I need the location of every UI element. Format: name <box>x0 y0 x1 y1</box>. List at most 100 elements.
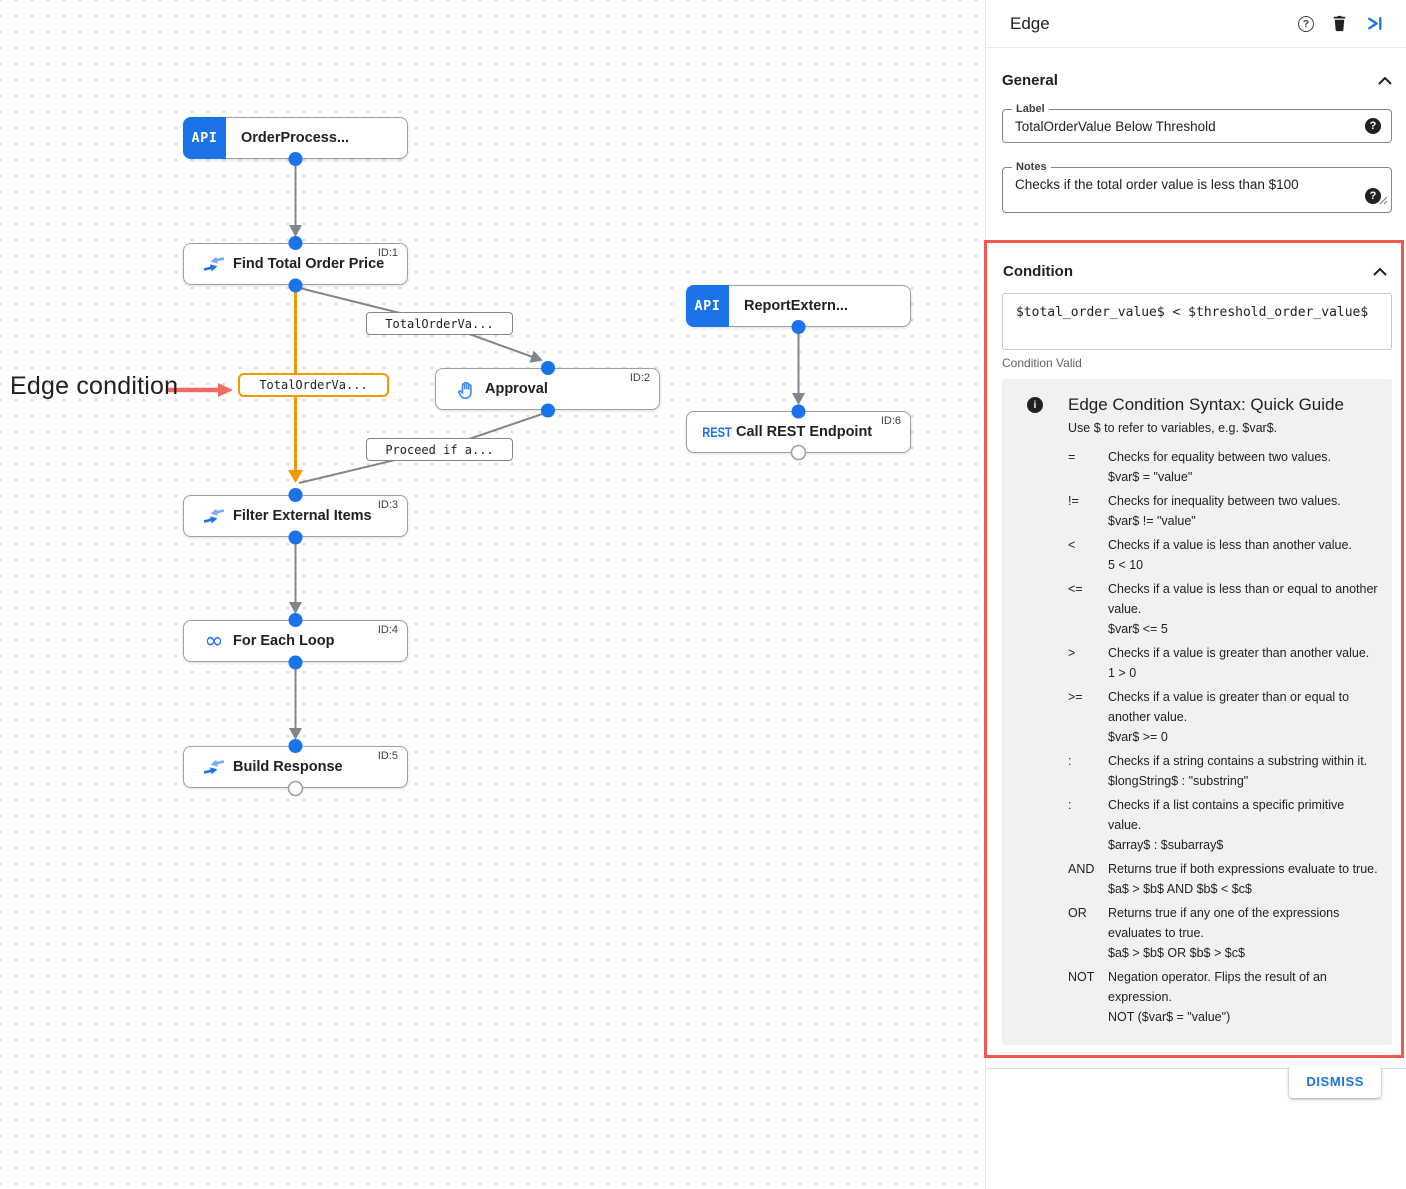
operator: >= <box>1068 690 1083 704</box>
edge-condition-annotation: Edge condition <box>10 372 179 400</box>
operator-example: $longString$ : "substring" <box>1108 774 1249 788</box>
label-help-icon[interactable]: ? <box>1365 118 1381 134</box>
help-icon[interactable]: ? <box>1298 15 1314 32</box>
operator-description: Negation operator. Flips the result of a… <box>1108 970 1327 1004</box>
label-field[interactable]: Label TotalOrderValue Below Threshold ? <box>1002 103 1392 143</box>
collapse-section-icon[interactable] <box>1378 76 1392 85</box>
port-dot[interactable] <box>288 236 303 250</box>
operator-example: $var$ <= 5 <box>1108 622 1168 636</box>
port-dot[interactable] <box>288 530 303 545</box>
data-mapping-icon <box>199 255 229 273</box>
node-title: Build Response <box>233 759 343 775</box>
operator-example: NOT ($var$ = "value") <box>1108 1010 1231 1024</box>
api-trigger-icon: API <box>183 117 226 159</box>
flow-edges-layer <box>166 159 805 740</box>
port-dot[interactable] <box>288 152 303 166</box>
guide-row: >Checks if a value is greater than anoth… <box>1068 643 1380 683</box>
notes-field[interactable]: Notes Checks if the total order value is… <box>1002 161 1392 213</box>
node-title: Call REST Endpoint <box>736 424 873 440</box>
general-section: General Label TotalOrderValue Below Thre… <box>986 72 1406 213</box>
port-dot[interactable] <box>288 655 303 670</box>
node-id-tag: ID:5 <box>377 750 398 762</box>
operator-example: $var$ = "value" <box>1108 470 1193 484</box>
port-dot[interactable] <box>288 278 303 293</box>
guide-row: >= Checks if a value is greater than or e… <box>1068 687 1380 747</box>
panel-title: Edge <box>1010 13 1050 33</box>
node-title: For Each Loop <box>233 633 335 649</box>
port-dot[interactable] <box>541 361 555 375</box>
rest-icon: REST <box>702 424 732 440</box>
guide-row: != Checks for inequality between two valu… <box>1068 491 1380 531</box>
condition-section-highlighted: Condition $total_order_value$ < $thresho… <box>984 240 1404 1058</box>
node-id-tag: ID:4 <box>377 624 398 636</box>
guide-row: NOT Negation operator. Flips the result o… <box>1068 967 1380 1027</box>
guide-row: =Checks for equality between two values.… <box>1068 447 1380 487</box>
edge-label-totalordervalue[interactable]: TotalOrderVa... <box>366 312 513 335</box>
condition-expression-input[interactable]: $total_order_value$ < $threshold_order_v… <box>1002 293 1392 350</box>
guide-row: : Checks if a string contains a substring… <box>1068 751 1380 791</box>
port-dot[interactable] <box>288 488 303 502</box>
operator-example: 5 < 10 <box>1108 558 1144 572</box>
port-dot[interactable] <box>791 404 806 419</box>
operator: > <box>1068 646 1076 660</box>
operator: : <box>1068 798 1072 812</box>
notes-help-icon[interactable]: ? <box>1365 188 1381 204</box>
port-dot[interactable] <box>541 403 555 418</box>
guide-intro: Use $ to refer to variables, e.g. $var$. <box>1068 421 1278 435</box>
textarea-resize-handle[interactable] <box>1378 192 1388 210</box>
operator-example: $array$ : $subarray$ <box>1108 838 1224 852</box>
guide-row: <=Checks if a value is less than or equa… <box>1068 579 1380 639</box>
guide-title: Edge Condition Syntax: Quick Guide <box>1068 395 1344 414</box>
node-approval[interactable]: Approval ID:2 <box>435 368 660 410</box>
operator-description: Checks if a value is less than another v… <box>1108 538 1352 552</box>
operator-description: Checks if a list contains a specific pri… <box>1108 798 1345 832</box>
node-title: Filter External Items <box>233 508 372 524</box>
collapse-section-icon[interactable] <box>1373 267 1387 276</box>
operator-example: $var$ != "value" <box>1108 514 1196 528</box>
terminal-port-dot[interactable] <box>790 444 807 461</box>
notes-field-caption: Notes <box>1012 161 1051 173</box>
node-id-tag: ID:6 <box>880 415 901 427</box>
operator: < <box>1068 538 1076 552</box>
operator-description: Returns true if both expressions evaluat… <box>1108 862 1378 876</box>
guide-row: : Checks if a list contains a specific pr… <box>1068 795 1380 855</box>
operator-description: Checks for inequality between two values… <box>1108 494 1341 508</box>
operator-description: Checks if a value is greater than or equ… <box>1108 690 1350 724</box>
hand-approval-icon <box>451 379 481 400</box>
operator-example: $a$ > $b$ OR $b$ > $c$ <box>1108 946 1245 960</box>
node-title: Approval <box>485 381 548 397</box>
port-dot[interactable] <box>288 613 303 627</box>
operator: : <box>1068 754 1072 768</box>
operator-example: 1 > 0 <box>1108 666 1137 680</box>
operator-example: $a$ > $b$ AND $b$ < $c$ <box>1108 882 1252 896</box>
label-field-caption: Label <box>1012 103 1049 115</box>
port-dot[interactable] <box>288 739 303 753</box>
notes-field-value[interactable]: Checks if the total order value is less … <box>1015 177 1299 192</box>
general-heading: General <box>1002 72 1058 89</box>
info-icon: i <box>1027 397 1043 413</box>
flow-canvas[interactable]: API OrderProcess... Find Total Order Pri… <box>0 0 985 1189</box>
operator: NOT <box>1068 970 1095 984</box>
node-id-tag: ID:1 <box>377 247 398 259</box>
operator-description: Checks if a string contains a substring … <box>1108 754 1368 768</box>
operator: OR <box>1068 906 1087 920</box>
edge-properties-panel: Edge ? General <box>984 0 1406 1189</box>
panel-header: Edge ? <box>986 0 1406 48</box>
connection-points-layer <box>287 152 807 797</box>
api-trigger-icon: API <box>686 285 729 327</box>
edge-label-totalordervalue-selected[interactable]: TotalOrderVa... <box>238 373 389 397</box>
terminal-port-dot[interactable] <box>287 780 304 797</box>
port-dot[interactable] <box>791 320 806 334</box>
edge-label-proceed-if[interactable]: Proceed if a... <box>366 438 513 461</box>
delete-icon[interactable] <box>1331 15 1348 32</box>
operator: != <box>1068 494 1079 508</box>
collapse-panel-icon[interactable] <box>1365 14 1384 33</box>
node-title: OrderProcess... <box>241 130 349 146</box>
syntax-quick-guide: i Edge Condition Syntax: Quick Guide Use… <box>1002 379 1392 1045</box>
loop-icon: ∞ <box>204 628 224 654</box>
data-mapping-icon <box>199 507 229 525</box>
label-field-value[interactable]: TotalOrderValue Below Threshold <box>1015 119 1216 134</box>
operator-description: Returns true if any one of the expressio… <box>1108 906 1340 940</box>
dismiss-button[interactable]: DISMISS <box>1289 1065 1381 1098</box>
